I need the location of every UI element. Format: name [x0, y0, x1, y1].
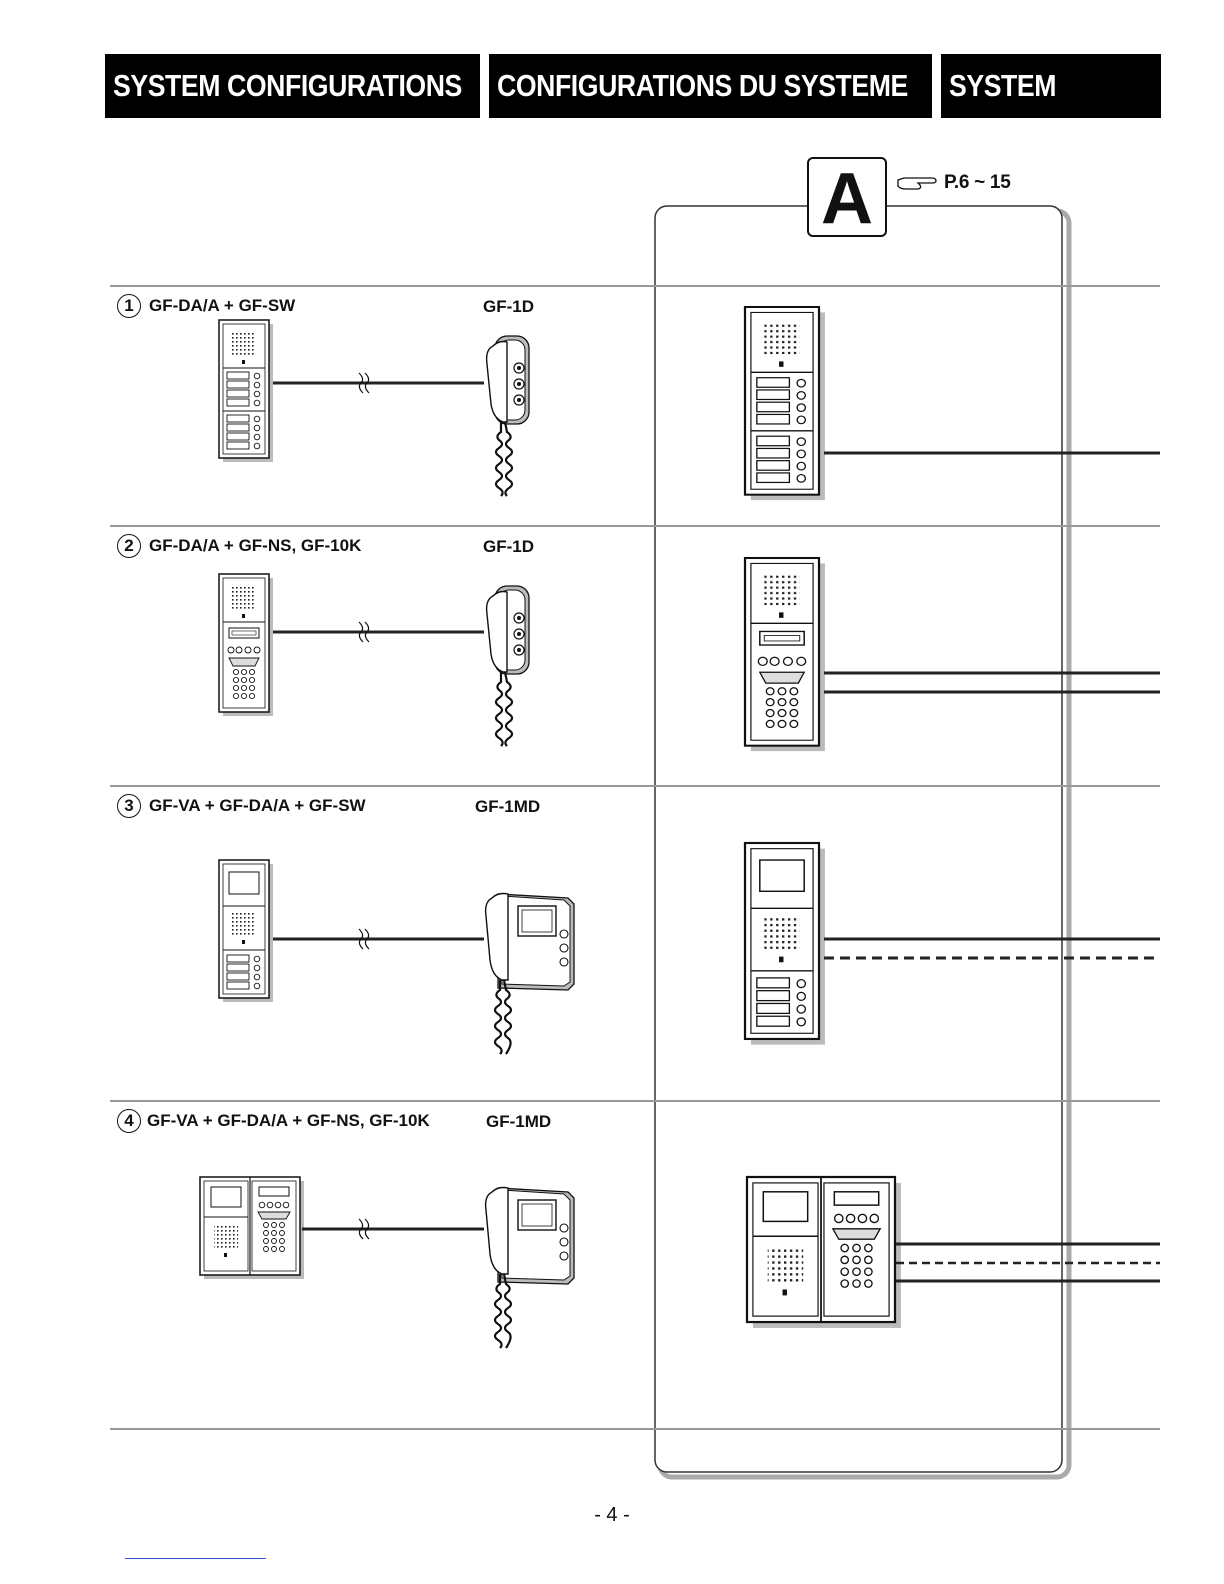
entrance-panel-dual-icon [200, 1177, 304, 1279]
row-3-title: 3 GF-VA + GF-DA/A + GF-SW [117, 794, 366, 818]
row-number: 3 [117, 794, 141, 818]
row-1-station: GF-1D [483, 297, 534, 317]
entrance-combination: GF-VA + GF-DA/A + GF-NS, GF-10K [147, 1111, 430, 1131]
video-monitor-icon [486, 1188, 574, 1349]
entrance-panel-audio-icon [745, 307, 825, 500]
page-number: - 4 - [0, 1504, 1224, 1527]
footer-rule [125, 1558, 266, 1559]
entrance-combination: GF-VA + GF-DA/A + GF-SW [149, 796, 366, 816]
row-4-title: 4 GF-VA + GF-DA/A + GF-NS, GF-10K [117, 1109, 430, 1133]
entrance-combination: GF-DA/A + GF-NS, GF-10K [149, 536, 361, 556]
page-reference[interactable]: P.6 ~ 15 [896, 170, 1010, 196]
section-badge: A [807, 157, 887, 237]
row-4-station: GF-1MD [486, 1112, 551, 1132]
entrance-panel-keypad-icon [219, 574, 273, 716]
row-number: 4 [117, 1109, 141, 1133]
pointing-hand-icon [896, 174, 938, 192]
entrance-panel-video-icon [745, 843, 825, 1045]
row-2-station: GF-1D [483, 537, 534, 557]
row-3-station: GF-1MD [475, 797, 540, 817]
row-1-title: 1 GF-DA/A + GF-SW [117, 294, 295, 318]
audio-handset-icon [487, 336, 529, 496]
entrance-combination: GF-DA/A + GF-SW [149, 296, 295, 316]
entrance-panel-dual-icon [747, 1177, 901, 1328]
row-2-title: 2 GF-DA/A + GF-NS, GF-10K [117, 534, 361, 558]
entrance-panel-keypad-icon [745, 558, 825, 751]
page-reference-text: P.6 ~ 15 [944, 172, 1010, 194]
entrance-panel-video-icon [219, 860, 273, 1002]
video-monitor-icon [486, 894, 574, 1055]
audio-handset-icon [487, 586, 529, 746]
row-number: 2 [117, 534, 141, 558]
row-number: 1 [117, 294, 141, 318]
entrance-panel-audio-icon [219, 320, 273, 462]
